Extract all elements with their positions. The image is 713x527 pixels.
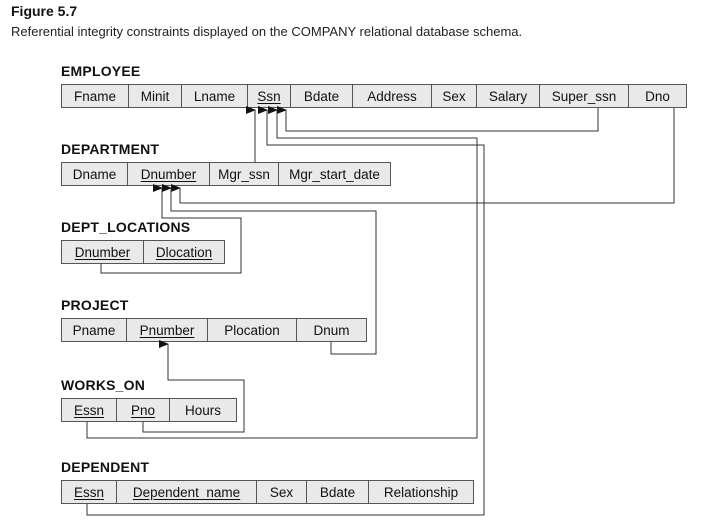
attr-project-dnum: Dnum	[313, 322, 350, 338]
attr-project-pname: Pname	[62, 319, 127, 341]
attr-department-mgr-start-date: Mgr_start_date	[289, 166, 380, 182]
relation-name-employee: EMPLOYEE	[61, 63, 141, 79]
attr-employee-salary: Salary	[477, 85, 540, 107]
relation-works-on: Essn Pno Hours	[61, 398, 237, 422]
attr-department-dname: Dname	[62, 163, 128, 185]
attr-employee-super-ssn: Super_ssn	[540, 85, 629, 107]
attr-works-on-hours: Hours	[184, 402, 221, 418]
attr-department-dnumber: Dnumber	[128, 163, 210, 185]
attr-dependent-sex: Sex	[257, 481, 307, 503]
link-dno-to-dnumber	[171, 108, 675, 204]
attr-employee-dno: Dno	[645, 88, 670, 104]
relation-name-department: DEPARTMENT	[61, 141, 160, 157]
attr-dept-locations-dnumber: Dnumber	[62, 241, 144, 263]
attr-employee-fname: Fname	[62, 85, 129, 107]
relation-project: Pname Pnumber Plocation Dnum	[61, 318, 367, 342]
relation-employee: Fname Minit Lname Ssn Bdate Address Sex …	[61, 84, 687, 108]
attr-dependent-bdate: Bdate	[307, 481, 369, 503]
figure-caption: Referential integrity constraints displa…	[11, 24, 523, 39]
relation-dept-locations: Dnumber Dlocation	[61, 240, 225, 264]
link-pno-to-pnumber	[142, 340, 245, 433]
link-dept-locations-dnumber-to-dnumber	[100, 184, 242, 274]
link-super-ssn-to-ssn	[277, 106, 599, 132]
attr-dependent-essn: Essn	[62, 481, 117, 503]
attr-employee-ssn: Ssn	[248, 85, 291, 107]
attr-employee-lname: Lname	[182, 85, 248, 107]
relation-name-dependent: DEPENDENT	[61, 459, 150, 475]
figure-label: Figure 5.7	[11, 3, 78, 19]
relation-dependent: Essn Dependent_name Sex Bdate Relationsh…	[61, 480, 474, 504]
attr-project-plocation: Plocation	[208, 319, 297, 341]
attr-department-mgr-ssn: Mgr_ssn	[210, 163, 279, 185]
attr-dependent-dependent-name: Dependent_name	[117, 481, 257, 503]
attr-works-on-essn: Essn	[62, 399, 117, 421]
relation-name-dept-locations: DEPT_LOCATIONS	[61, 219, 191, 235]
attr-works-on-pno: Pno	[117, 399, 170, 421]
relation-name-project: PROJECT	[61, 297, 129, 313]
attr-employee-minit: Minit	[129, 85, 182, 107]
relation-name-works-on: WORKS_ON	[61, 377, 146, 393]
link-dependent-essn-to-ssn	[86, 106, 485, 516]
attr-employee-sex: Sex	[432, 85, 477, 107]
attr-dependent-relationship: Relationship	[383, 484, 459, 500]
link-works-on-essn-to-ssn	[86, 106, 478, 439]
relation-department: Dname Dnumber Mgr_ssn Mgr_start_date	[61, 162, 391, 186]
attr-dept-locations-dlocation: Dlocation	[155, 244, 213, 260]
attr-employee-bdate: Bdate	[291, 85, 353, 107]
attr-employee-address: Address	[353, 85, 432, 107]
attr-project-pnumber: Pnumber	[127, 319, 208, 341]
link-dnum-to-dnumber	[162, 184, 377, 355]
